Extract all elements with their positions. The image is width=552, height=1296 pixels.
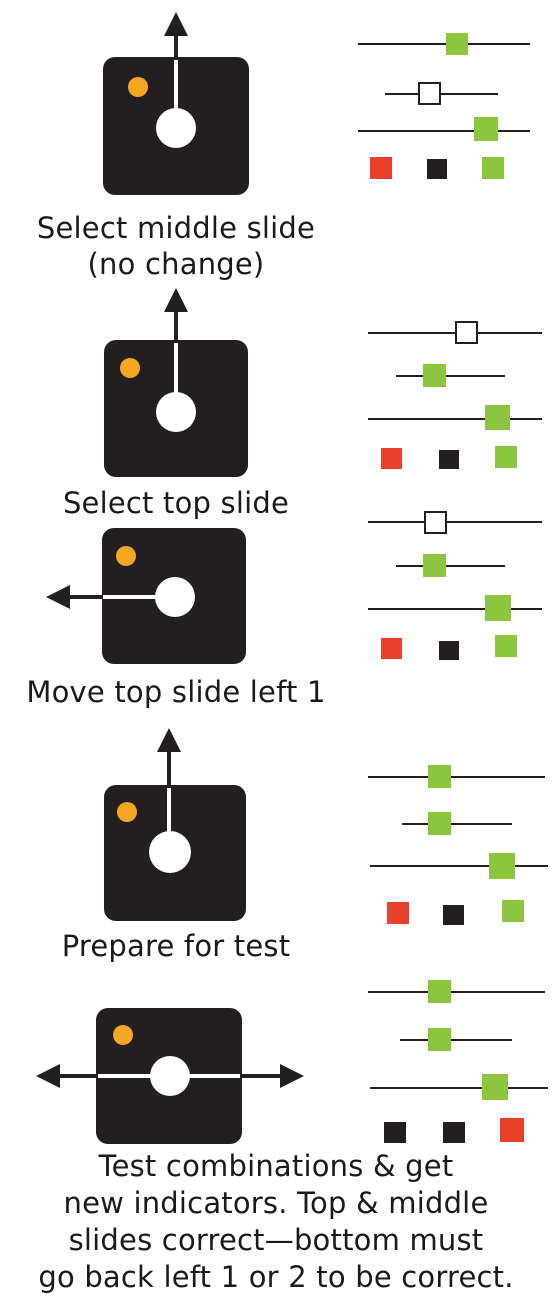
indicator-red xyxy=(387,902,409,924)
slide-marker-middle xyxy=(423,364,446,387)
indicator-black xyxy=(439,450,459,469)
caption-line: slides correct—bottom must xyxy=(68,1223,484,1257)
slide-bank xyxy=(368,765,548,925)
joystick-knob-icon xyxy=(155,577,195,617)
joystick-panel xyxy=(103,11,249,195)
indicator-black xyxy=(427,159,447,179)
caption-line: Move top slide left 1 xyxy=(26,675,326,709)
joystick-panel xyxy=(104,288,248,477)
joystick-knob-icon xyxy=(150,1056,190,1096)
status-led-icon xyxy=(117,802,137,822)
status-led-icon xyxy=(128,77,148,97)
slide-bank xyxy=(368,321,542,469)
step-move-top-left xyxy=(46,511,542,664)
indicator-black xyxy=(439,641,459,660)
caption-move-top-left: Move top slide left 1 xyxy=(0,674,352,710)
slide-marker-bottom xyxy=(474,117,498,141)
caption-select-middle: Select middle slide (no change) xyxy=(0,210,352,282)
caption-line: (no change) xyxy=(87,247,265,281)
indicator-red xyxy=(381,638,402,659)
step-select-top xyxy=(104,288,542,477)
joystick-knob-icon xyxy=(156,108,196,148)
slide-marker-middle xyxy=(428,1028,451,1051)
indicator-black xyxy=(443,905,464,925)
step-prepare-test xyxy=(104,728,548,925)
caption-test-combinations: Test combinations & get new indicators. … xyxy=(0,1148,552,1296)
slide-bank xyxy=(368,980,548,1143)
indicator-red xyxy=(370,157,392,179)
slide-marker-top xyxy=(428,980,451,1003)
caption-line: Prepare for test xyxy=(61,929,291,963)
slide-marker-bottom xyxy=(482,1074,508,1100)
slide-bank xyxy=(368,511,542,660)
indicator-green xyxy=(502,900,524,922)
slide-marker-bottom xyxy=(489,853,515,879)
indicator-red xyxy=(500,1118,524,1142)
indicator-red xyxy=(381,448,402,469)
caption-line: Test combinations & get xyxy=(98,1149,454,1183)
slide-bank xyxy=(358,33,530,179)
step-test-combinations xyxy=(36,980,548,1144)
indicator-black xyxy=(443,1122,465,1143)
joystick-panel xyxy=(36,1008,304,1144)
joystick-knob-icon xyxy=(149,831,191,873)
status-led-icon xyxy=(116,546,136,566)
status-led-icon xyxy=(120,358,140,378)
slide-marker-middle xyxy=(423,554,446,577)
slide-marker-top-selected xyxy=(424,511,447,534)
caption-line: Select middle slide xyxy=(36,211,316,245)
step-select-middle xyxy=(103,11,530,195)
slide-marker-top xyxy=(428,765,451,788)
slide-marker-top-selected xyxy=(455,321,478,344)
joystick-panel xyxy=(104,728,246,921)
caption-line: go back left 1 or 2 to be correct. xyxy=(38,1260,514,1294)
caption-select-top: Select top slide xyxy=(0,485,352,521)
slide-marker-top xyxy=(446,33,468,55)
caption-line: Select top slide xyxy=(62,486,290,520)
slide-marker-bottom xyxy=(485,595,511,621)
caption-prepare-test: Prepare for test xyxy=(0,928,352,964)
joystick-knob-icon xyxy=(156,392,196,432)
slide-marker-middle-selected xyxy=(418,82,441,105)
indicator-black xyxy=(384,1122,406,1143)
slide-marker-bottom xyxy=(485,405,510,430)
indicator-green xyxy=(482,157,504,179)
caption-line: new indicators. Top & middle xyxy=(63,1186,489,1220)
slide-marker-middle xyxy=(428,812,451,835)
indicator-green xyxy=(495,446,517,468)
joystick-panel xyxy=(46,528,246,664)
status-led-icon xyxy=(113,1025,133,1045)
indicator-green xyxy=(495,635,517,657)
